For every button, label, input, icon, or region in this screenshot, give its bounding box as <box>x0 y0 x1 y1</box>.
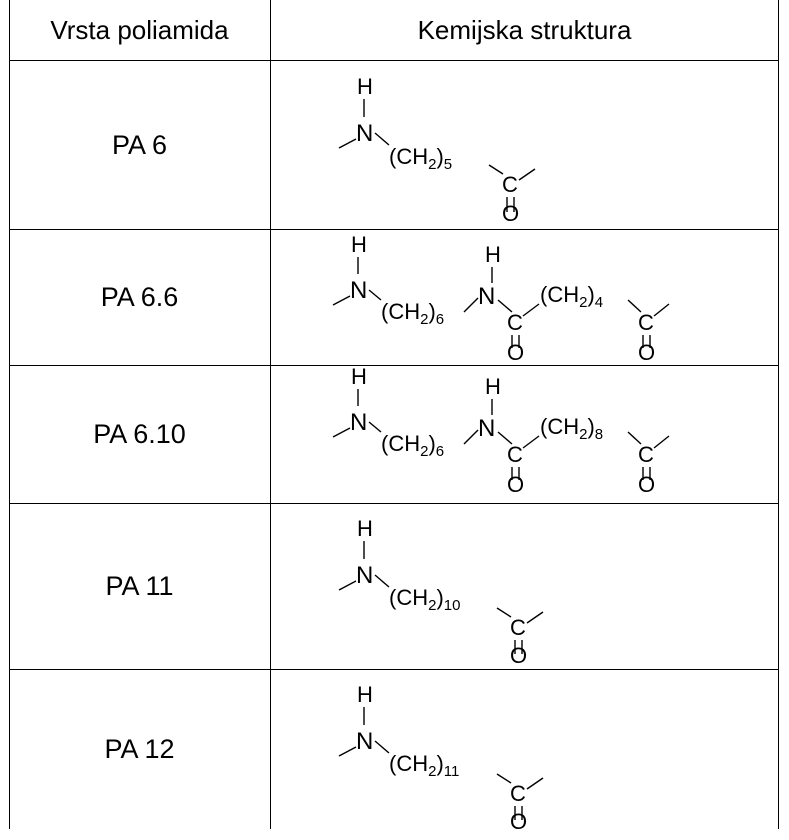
svg-text:C: C <box>510 781 526 806</box>
table-header-row: Vrsta poliamida Kemijska struktura <box>9 0 779 61</box>
svg-text:(CH2)11: (CH2)11 <box>389 751 459 780</box>
svg-text:(CH2)5: (CH2)5 <box>389 144 452 173</box>
polyamide-name: PA 12 <box>104 734 175 764</box>
svg-text:H: H <box>357 516 373 541</box>
table-border-left <box>9 0 10 829</box>
svg-text:N: N <box>478 283 495 310</box>
svg-text:N: N <box>350 409 367 436</box>
svg-text:O: O <box>510 809 527 829</box>
svg-text:(CH2)4: (CH2)4 <box>540 282 603 311</box>
svg-text:N: N <box>350 277 367 304</box>
table-row: PA 12 H N (CH2)11 C O <box>9 670 779 840</box>
atom-c: C <box>502 172 518 197</box>
svg-text:H: H <box>351 232 367 257</box>
polyamide-name: PA 6.6 <box>100 282 179 312</box>
svg-text:N: N <box>356 728 373 755</box>
table-row: PA 6.10 H N (CH2)6 H N C O (CH2)8 C O <box>9 366 779 504</box>
svg-text:C: C <box>510 615 526 640</box>
polyamide-name: PA 11 <box>105 571 174 601</box>
svg-text:O: O <box>638 472 655 497</box>
svg-text:(CH2)6: (CH2)6 <box>381 299 444 328</box>
svg-text:C: C <box>507 442 523 467</box>
svg-text:C: C <box>638 442 654 467</box>
table-row: PA 6 H N (CH2)5 C O <box>9 61 779 230</box>
svg-text:(CH2)10: (CH2)10 <box>389 585 460 614</box>
table-row: PA 6.6 H N (CH2)6 H N C O (CH2)4 C O <box>9 230 779 366</box>
header-structure: Kemijska struktura <box>417 14 632 45</box>
table-row: PA 11 H N (CH2)10 C O <box>9 504 779 670</box>
svg-text:O: O <box>510 643 527 668</box>
svg-text:N: N <box>478 415 495 442</box>
chemical-structure: H N (CH2)10 C O <box>338 516 544 668</box>
table-border-right <box>778 0 779 829</box>
header-type: Vrsta poliamida <box>50 14 229 45</box>
atom-n: N <box>356 120 373 147</box>
svg-text:H: H <box>351 366 367 389</box>
chemical-structure: H N (CH2)11 C O <box>338 682 544 829</box>
table-column-divider <box>270 0 271 829</box>
chemical-structure: H N (CH2)6 H N C O (CH2)4 C O <box>332 232 670 365</box>
atom-o: O <box>502 201 519 226</box>
svg-text:O: O <box>507 340 524 365</box>
svg-text:O: O <box>507 472 524 497</box>
svg-text:H: H <box>485 374 501 399</box>
chemical-structure: H N (CH2)6 H N C O (CH2)8 C O <box>332 366 670 497</box>
chemical-structure: H N (CH2)5 C O <box>338 74 536 226</box>
svg-text:H: H <box>485 242 501 267</box>
atom-h: H <box>357 74 373 99</box>
svg-text:H: H <box>357 682 373 707</box>
svg-text:(CH2)8: (CH2)8 <box>540 414 603 443</box>
polyamide-name: PA 6 <box>111 129 168 160</box>
polyamide-name: PA 6.10 <box>93 419 186 449</box>
svg-text:C: C <box>507 310 523 335</box>
svg-text:C: C <box>638 310 654 335</box>
svg-text:O: O <box>638 340 655 365</box>
svg-text:N: N <box>356 562 373 589</box>
svg-text:(CH2)6: (CH2)6 <box>381 431 444 460</box>
